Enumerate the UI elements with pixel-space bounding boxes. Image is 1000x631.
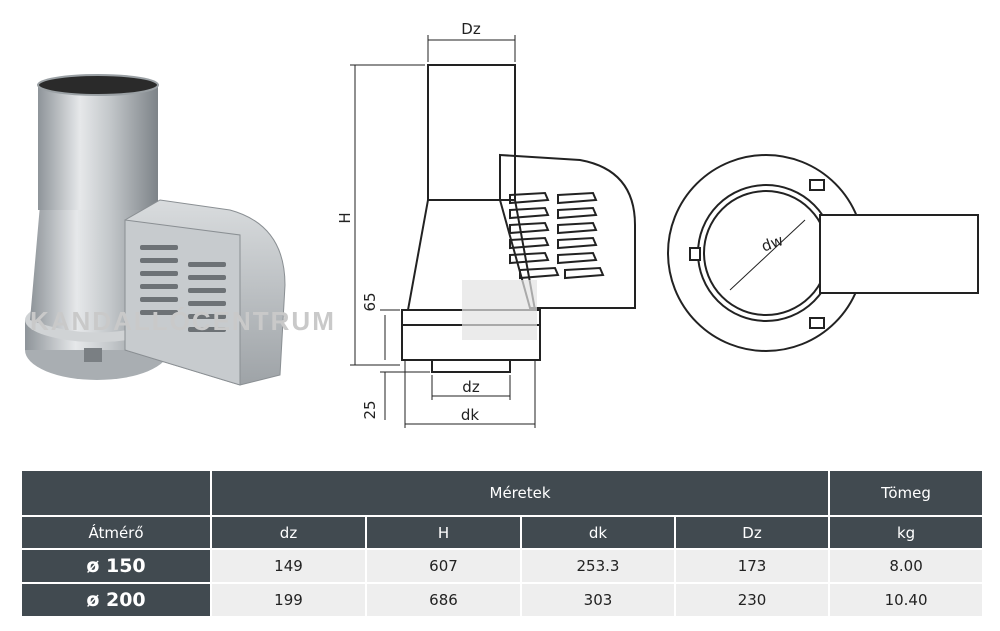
dim-label-dz: dz — [462, 378, 480, 396]
row-label: ø 150 — [20, 548, 212, 584]
top-view-drawing — [667, 154, 979, 352]
side-view-drawing — [350, 35, 636, 428]
cell-kg: 10.40 — [828, 582, 985, 618]
column-header-atmero: Átmérő — [20, 515, 212, 550]
cell-H: 607 — [365, 548, 522, 584]
technical-drawing: KANDALLÓCENTRUM — [25, 20, 979, 428]
column-header-kg: kg — [828, 515, 985, 550]
dim-label-25: 25 — [361, 400, 379, 419]
cell-kg: 8.00 — [828, 548, 985, 584]
dimensions-table: Méretek Tömeg Átmérő dz H dk Dz kg ø 150… — [20, 469, 985, 618]
column-header-H: H — [365, 515, 522, 550]
column-header-dz: dz — [210, 515, 367, 550]
cell-H: 686 — [365, 582, 522, 618]
watermark-text: KANDALLÓCENTRUM — [30, 306, 336, 336]
header-tomeg: Tömeg — [828, 469, 985, 517]
product-figure-area: KANDALLÓCENTRUM — [25, 20, 979, 428]
dim-label-Dz: Dz — [461, 20, 481, 38]
cell-Dz: 173 — [673, 548, 831, 584]
table-row: ø 200 199 686 303 230 10.40 — [20, 582, 985, 618]
cell-dz: 149 — [210, 548, 367, 584]
header-meretek: Méretek — [209, 469, 831, 517]
cell-dz: 199 — [210, 582, 367, 618]
dim-label-65: 65 — [361, 292, 379, 311]
row-label: ø 200 — [20, 582, 212, 618]
product-photo: KANDALLÓCENTRUM — [25, 74, 336, 386]
cell-dk: 253.3 — [520, 548, 676, 584]
dim-label-dw: dw — [759, 231, 786, 255]
dim-label-dk: dk — [461, 406, 480, 424]
dim-label-H: H — [336, 212, 354, 223]
cell-dk: 303 — [520, 582, 676, 618]
cell-Dz: 230 — [673, 582, 831, 618]
column-header-Dz: Dz — [673, 515, 831, 550]
table-subheader-row: Átmérő dz H dk Dz kg — [20, 515, 985, 550]
table-header-row: Méretek Tömeg — [20, 469, 985, 517]
table-row: ø 150 149 607 253.3 173 8.00 — [20, 548, 985, 584]
column-header-dk: dk — [520, 515, 676, 550]
header-empty-cell — [20, 469, 212, 517]
